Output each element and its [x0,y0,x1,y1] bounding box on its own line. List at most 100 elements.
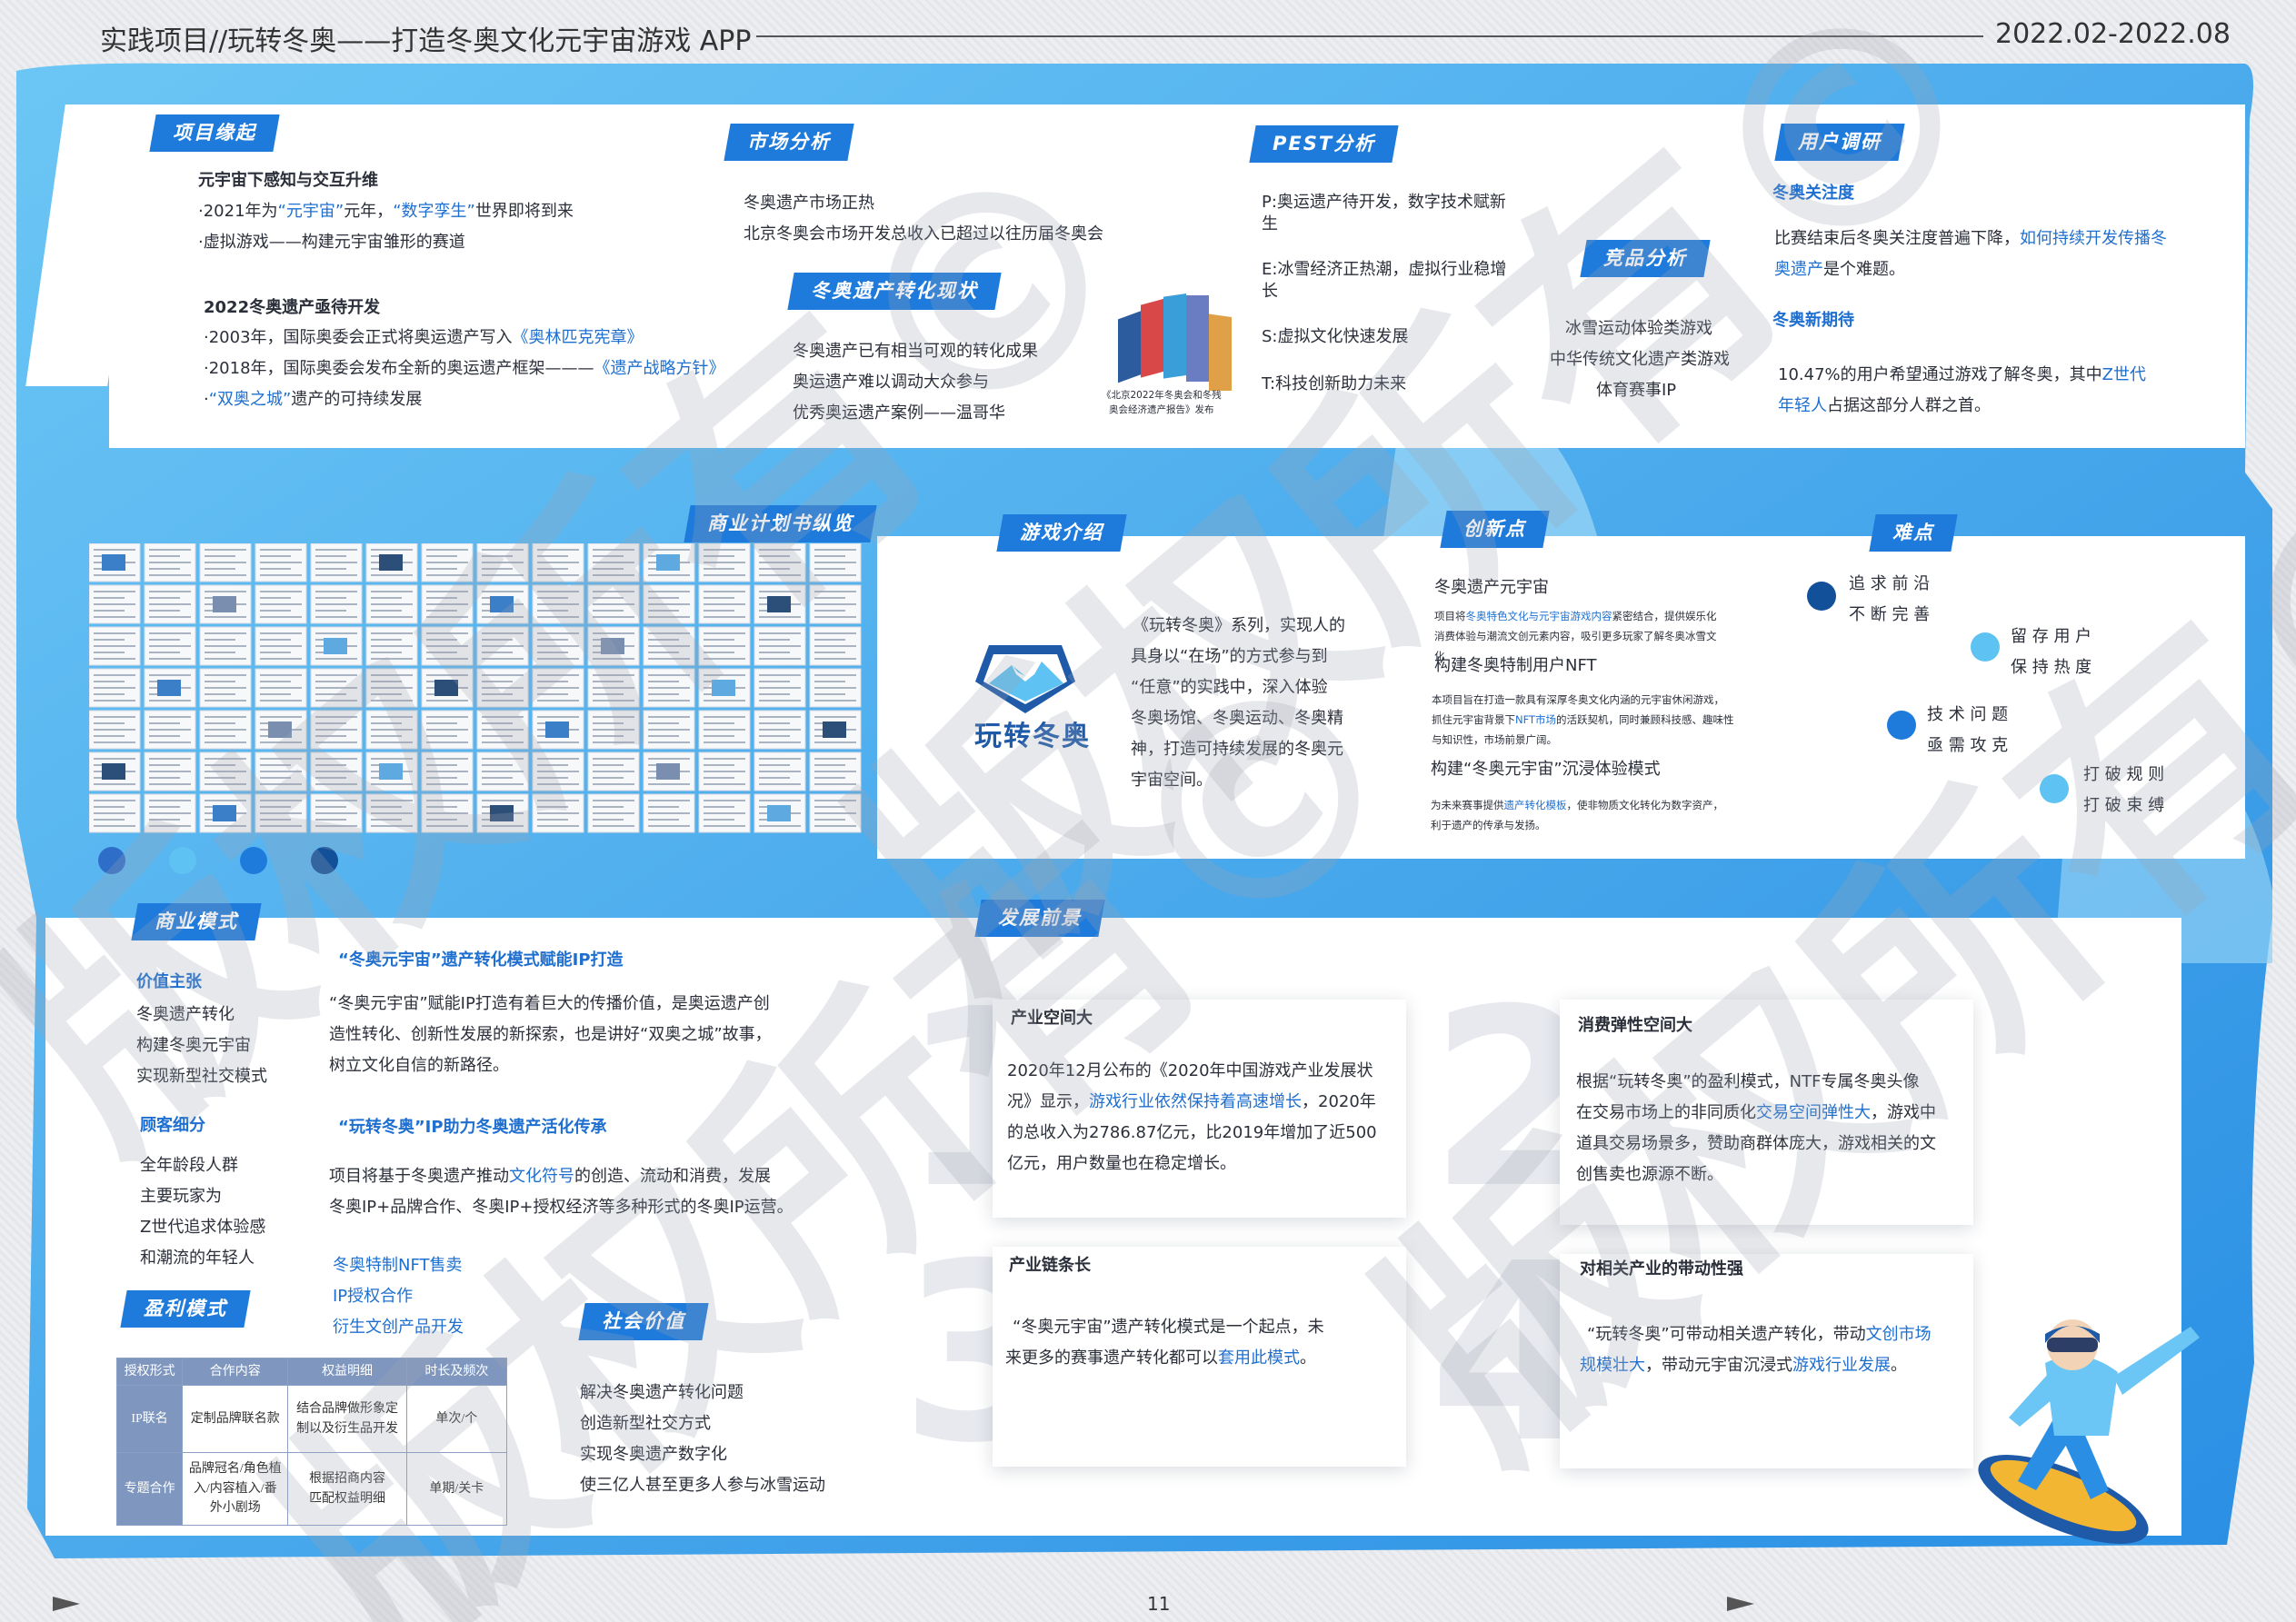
table-row: 专题合作 品牌冠名/角色植 入/内容植入/番 外小剧场 根据招商内容 匹配权益明… [115,1452,508,1526]
business-offer-3: 衍生文创产品开发 [333,1318,464,1337]
plan-page-thumbnail [310,668,363,708]
plan-page-thumbnail [643,584,695,624]
business-ip-heading-1: “冬奥元宇宙”遗产转化模式赋能IP打造 [338,950,624,970]
footer-arrow-right [1727,1597,1754,1611]
prospect-card-2 [1560,1000,1973,1225]
origin-line-1: ·2021年为“元宇宙”元年，“数字孪生”世界即将到来 [198,202,574,221]
prospect-card-4-title: 对相关产业的带动性强 [1580,1259,1743,1279]
difficulty-4b: 打 破 束 缚 [2083,796,2165,815]
plan-page-thumbnail [698,543,751,582]
plan-page-thumbnail [698,626,751,666]
prospect-card-2-line-3: 道具交易场景多，赞助商群体庞大，游戏相关的文 [1576,1134,1936,1153]
plan-page-thumbnail [587,751,640,791]
plan-page-thumbnail [421,793,474,833]
profit-cell: 定制品牌联名款 [182,1385,289,1453]
market-status-2: 奥运遗产难以调动大众参与 [793,373,989,392]
profit-cell: 根据招商内容 匹配权益明细 [287,1452,407,1526]
plan-page-thumbnail [255,584,307,624]
profit-cell: 结合品牌做形象定 制以及衍生品开发 [287,1385,407,1453]
business-customer-3: Z世代追求体验感 [140,1218,266,1237]
plan-page-thumbnail [587,710,640,750]
plan-page-thumbnail [365,668,418,708]
slide-dot-3[interactable] [240,847,267,874]
tag-innovation: 创新点 [1440,511,1550,548]
difficulty-dot-4 [2040,774,2069,803]
compete-line-2: 中华传统文化遗产类游戏 [1550,350,1730,369]
innovation-heading-2: 构建冬奥特制用户NFT [1434,656,1597,675]
plan-page-thumbnail [89,668,141,708]
game-desc-5: 神，打造可持续发展的冬奥元 [1131,740,1343,759]
business-customer-2: 主要玩家为 [140,1187,222,1206]
prospect-card-4-line-2: 规模壮大，带动元宇宙沉浸式游戏行业发展。 [1580,1356,1907,1375]
origin-heading-1: 元宇宙下感知与交互升维 [198,171,378,190]
plan-page-thumbnail [144,543,196,582]
innovation-text-1: 项目将冬奥特色文化与元宇宙游戏内容紧密结合，提供娱乐化 [1434,610,1717,622]
plan-page-thumbnail [144,793,196,833]
plan-page-thumbnail [199,793,252,833]
plan-page-thumbnail [587,584,640,624]
plan-page-thumbnail [532,668,584,708]
difficulty-4a: 打 破 规 则 [2083,765,2165,784]
difficulty-1a: 追 求 前 沿 [1849,574,1931,593]
business-ip-text-1c: 树立文化自信的新路径。 [329,1056,509,1075]
plan-page-thumbnail [310,543,363,582]
plan-page-thumbnail [809,793,862,833]
plan-page-thumbnail [255,543,307,582]
tag-market: 市场分析 [724,124,854,161]
plan-page-thumbnail [421,751,474,791]
pest-p: P:奥运遗产待开发，数字技术赋新 [1262,193,1506,212]
innovation-text-6: 与知识性，市场前景广阔。 [1432,733,1557,746]
plan-page-thumbnail [255,751,307,791]
slide-dot-4[interactable] [311,847,338,874]
slide-dot-1[interactable] [98,847,125,874]
plan-page-thumbnail [587,668,640,708]
difficulty-2b: 保 持 热 度 [2011,658,2092,677]
plan-page-thumbnail [365,584,418,624]
plan-page-thumbnail [754,793,806,833]
prospect-card-4-line-1: “玩转冬奥”可带动相关遗产转化，带动文创市场 [1587,1325,1932,1344]
tag-origin: 项目缘起 [149,114,280,152]
business-heading-value: 价值主张 [136,972,202,991]
difficulty-2a: 留 存 用 户 [2011,627,2092,646]
pest-e: E:冰雪经济正热潮，虚拟行业稳增 [1262,260,1507,279]
plan-page-thumbnail [89,751,141,791]
plan-page-thumbnail [809,710,862,750]
plan-page-thumbnail [365,543,418,582]
market-status-1: 冬奥遗产已有相当可观的转化成果 [793,342,1038,361]
profit-col-content: 合作内容 [182,1358,289,1386]
plan-page-thumbnail [199,751,252,791]
innovation-text-7: 为未来赛事提供遗产转化模板，使非物质文化转化为数字资产， [1431,799,1723,811]
plan-page-thumbnail [199,710,252,750]
tag-pest: PEST分析 [1249,125,1399,163]
plan-page-thumbnail [643,710,695,750]
prospect-card-1-title: 产业空间大 [1011,1009,1093,1028]
report-caption-2: 奥会经济遗产报告》发布 [1109,404,1214,415]
plan-page-thumbnail [144,584,196,624]
slide-dot-2[interactable] [169,847,196,874]
prospect-card-2-line-2: 在交易市场上的非同质化交易空间弹性大，游戏中 [1576,1103,1936,1122]
user-heading-1: 冬奥关注度 [1772,184,1854,203]
plan-page-thumbnail [643,543,695,582]
game-desc-2: 具身以“在场”的方式参与到 [1131,647,1328,666]
plan-page-thumbnail [587,793,640,833]
plan-page-thumbnail [199,543,252,582]
header-rule [756,35,1983,37]
origin-line-2: ·虚拟游戏——构建元宇宙雏形的赛道 [198,233,465,252]
plan-page-thumbnail [255,626,307,666]
profit-cell: 单期/关卡 [405,1452,508,1526]
plan-page-thumbnail [255,793,307,833]
prospect-card-1 [993,1000,1406,1218]
business-plan-thumbnails [89,543,862,833]
plan-page-thumbnail [532,626,584,666]
prospect-card-2-line-4: 创售卖也源源不断。 [1576,1165,1723,1184]
plan-page-thumbnail [532,751,584,791]
plan-page-thumbnail [89,626,141,666]
plan-page-thumbnail [199,668,252,708]
plan-page-thumbnail [476,584,529,624]
business-value-1: 冬奥遗产转化 [136,1005,235,1024]
header-date: 2022.02-2022.08 [1995,18,2231,50]
plan-page-thumbnail [698,751,751,791]
tag-heritage-status: 冬奥遗产转化现状 [787,273,1002,310]
top-panel [109,104,2245,448]
business-customer-4: 和潮流的年轻人 [140,1249,255,1268]
